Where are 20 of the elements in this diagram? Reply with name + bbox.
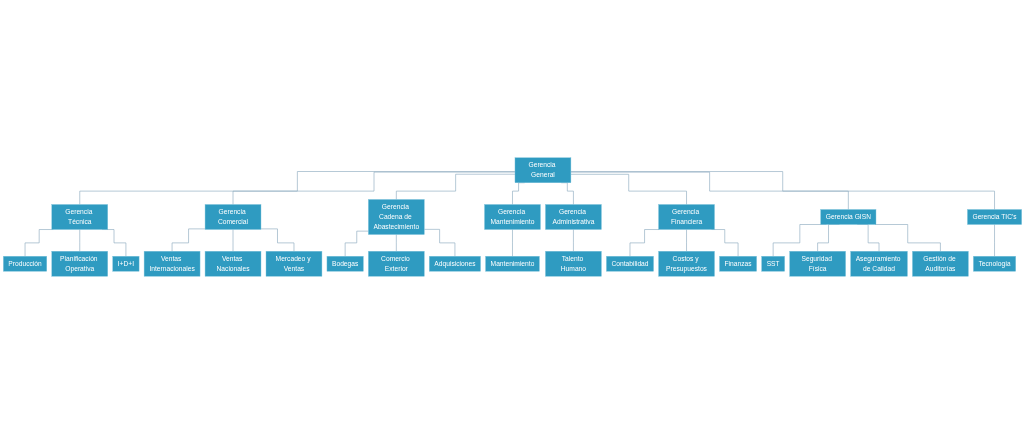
connector <box>629 229 660 257</box>
connector <box>232 171 516 205</box>
connector <box>994 224 995 257</box>
connector <box>232 229 234 252</box>
connector <box>396 234 397 252</box>
connector <box>424 229 456 257</box>
connector <box>686 229 687 252</box>
connector <box>570 174 687 205</box>
connector <box>344 230 369 257</box>
connector <box>171 228 206 252</box>
connector <box>79 229 81 252</box>
connector <box>24 229 54 257</box>
connector <box>570 171 849 210</box>
connector <box>396 173 516 200</box>
connector <box>573 229 574 252</box>
connector <box>512 229 513 257</box>
connector <box>874 224 941 252</box>
connector <box>260 228 295 252</box>
connector <box>79 171 516 205</box>
connector <box>570 171 995 210</box>
